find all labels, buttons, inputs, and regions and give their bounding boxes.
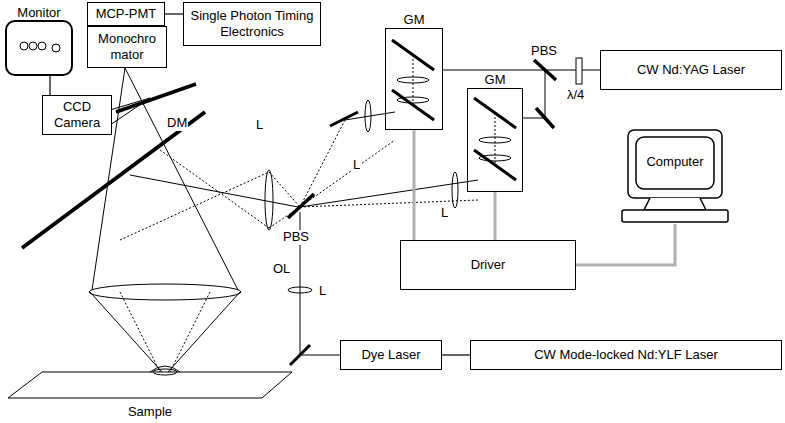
splitter-label: PBS <box>282 230 310 245</box>
objective-label: OL <box>272 262 291 277</box>
node-heading: Monitor <box>7 5 71 21</box>
monitor-screen: Monitor <box>5 20 73 76</box>
node-label: MCP-PMT <box>96 6 157 22</box>
lens-label: L <box>352 158 361 173</box>
node-label: Dye Laser <box>361 347 420 363</box>
control-cable <box>413 130 416 240</box>
lens-label: L <box>440 206 449 221</box>
node-label: Monochro mator <box>92 31 162 62</box>
galvo-mirror-box: GM <box>385 28 443 130</box>
splitter-label: PBS <box>530 44 558 59</box>
laser-box: CW Nd:YAG Laser <box>600 50 782 90</box>
sample-stage: Sample <box>8 372 292 398</box>
waveplate-label: λ/4 <box>566 88 585 103</box>
galvo-mirror-box: GM <box>467 88 523 192</box>
node-heading: GM <box>468 72 522 88</box>
signal-line <box>165 13 183 14</box>
node-label: CCD Camera <box>47 99 107 130</box>
signal-line <box>49 76 50 95</box>
computer-outline <box>620 128 730 224</box>
laser-box: CW Mode-locked Nd:YLF Laser <box>470 340 782 370</box>
node-label: CW Nd:YAG Laser <box>637 62 745 78</box>
node-label: Computer <box>636 154 714 170</box>
detector-box: MCP-PMT <box>87 2 165 26</box>
lens-label: L <box>255 118 264 133</box>
node-label: CW Mode-locked Nd:YLF Laser <box>534 347 718 363</box>
node-label: Single Photon Timing Electronics <box>188 8 316 39</box>
mirror-label: DM <box>166 116 188 131</box>
electronics-box: Single Photon Timing Electronics <box>183 2 321 46</box>
camera-box: CCD Camera <box>42 95 112 135</box>
computer-icon: Computer <box>620 128 730 224</box>
control-cable <box>494 192 497 240</box>
driver-box: Driver <box>400 240 576 290</box>
monochromator-box: Monochro mator <box>87 26 167 68</box>
laser-box: Dye Laser <box>340 340 442 370</box>
signal-line <box>442 354 470 355</box>
lens-label: L <box>318 284 327 299</box>
node-heading: GM <box>386 12 442 28</box>
node-heading: Sample <box>8 404 292 420</box>
control-cable <box>576 224 675 265</box>
node-label: Driver <box>471 257 506 273</box>
